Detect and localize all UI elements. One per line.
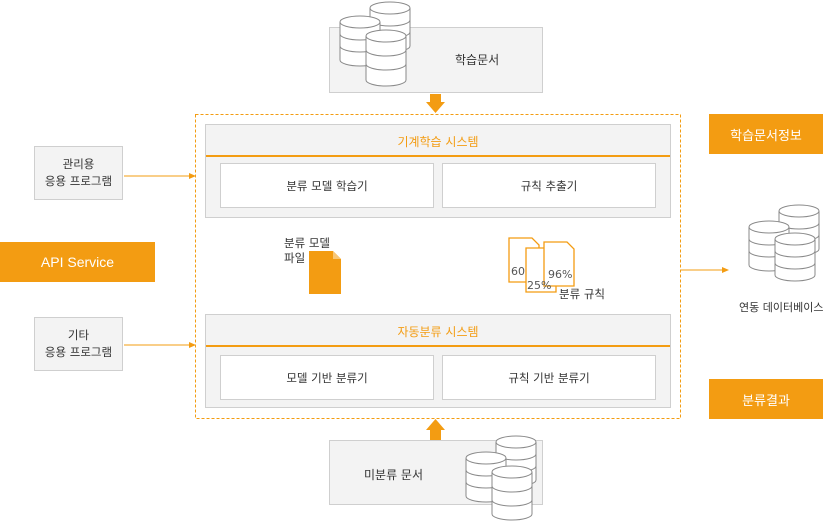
learning-info-tag: 학습문서정보 <box>709 114 823 154</box>
arrow-system-to-db <box>681 267 729 273</box>
learning-docs-label: 학습문서 <box>455 53 500 67</box>
linked-db-label: 연동 데이터베이스 <box>739 301 824 314</box>
database-icon <box>465 435 537 521</box>
system-frame <box>195 114 681 419</box>
rule-pct-96: 96% <box>548 268 573 281</box>
learning-system-title: 기계학습 시스템 <box>397 134 479 149</box>
other-app-line1: 기타 <box>67 328 90 342</box>
rule-extractor-module: 규칙 추출기 <box>442 163 656 208</box>
arrow-down-from-docs <box>426 94 445 113</box>
mgmt-app-line2: 응용 프로그램 <box>44 174 113 188</box>
rule-classifier-module: 규칙 기반 분류기 <box>442 355 656 400</box>
model-trainer-module: 분류 모델 학습기 <box>220 163 434 208</box>
auto-system-title: 자동분류 시스템 <box>397 324 479 339</box>
model-file-label-line2: 파일 <box>284 251 306 265</box>
auto-system-panel: 자동분류 시스템 모델 기반 분류기 규칙 기반 분류기 <box>205 314 671 408</box>
arrow-mgmt-to-system <box>124 173 196 179</box>
model-file-label: 분류 모델 파일 <box>284 236 330 266</box>
database-icon <box>748 204 820 282</box>
database-icon <box>339 1 411 87</box>
rule-pct-25: 25% <box>527 279 552 292</box>
learning-system-panel: 기계학습 시스템 분류 모델 학습기 규칙 추출기 <box>205 124 671 218</box>
model-file-label-line1: 분류 모델 <box>284 236 330 250</box>
rule-pct-60: 60 <box>511 265 525 278</box>
mgmt-app-line1: 관리용 <box>62 157 95 171</box>
other-app-box: 기타 응용 프로그램 <box>34 317 123 371</box>
other-app-line2: 응용 프로그램 <box>44 345 113 359</box>
model-file-icon <box>309 251 341 294</box>
mgmt-app-box: 관리용 응용 프로그램 <box>34 146 123 200</box>
unclassified-docs-label: 미분류 문서 <box>364 468 424 482</box>
arrow-other-to-system <box>124 342 196 348</box>
rules-label: 분류 규칙 <box>559 287 605 301</box>
rule-docs-icon <box>508 237 575 293</box>
arrow-up-from-unclassified <box>426 419 445 440</box>
result-tag: 분류결과 <box>709 379 823 419</box>
model-classifier-module: 모델 기반 분류기 <box>220 355 434 400</box>
api-service-tag: API Service <box>0 242 155 282</box>
